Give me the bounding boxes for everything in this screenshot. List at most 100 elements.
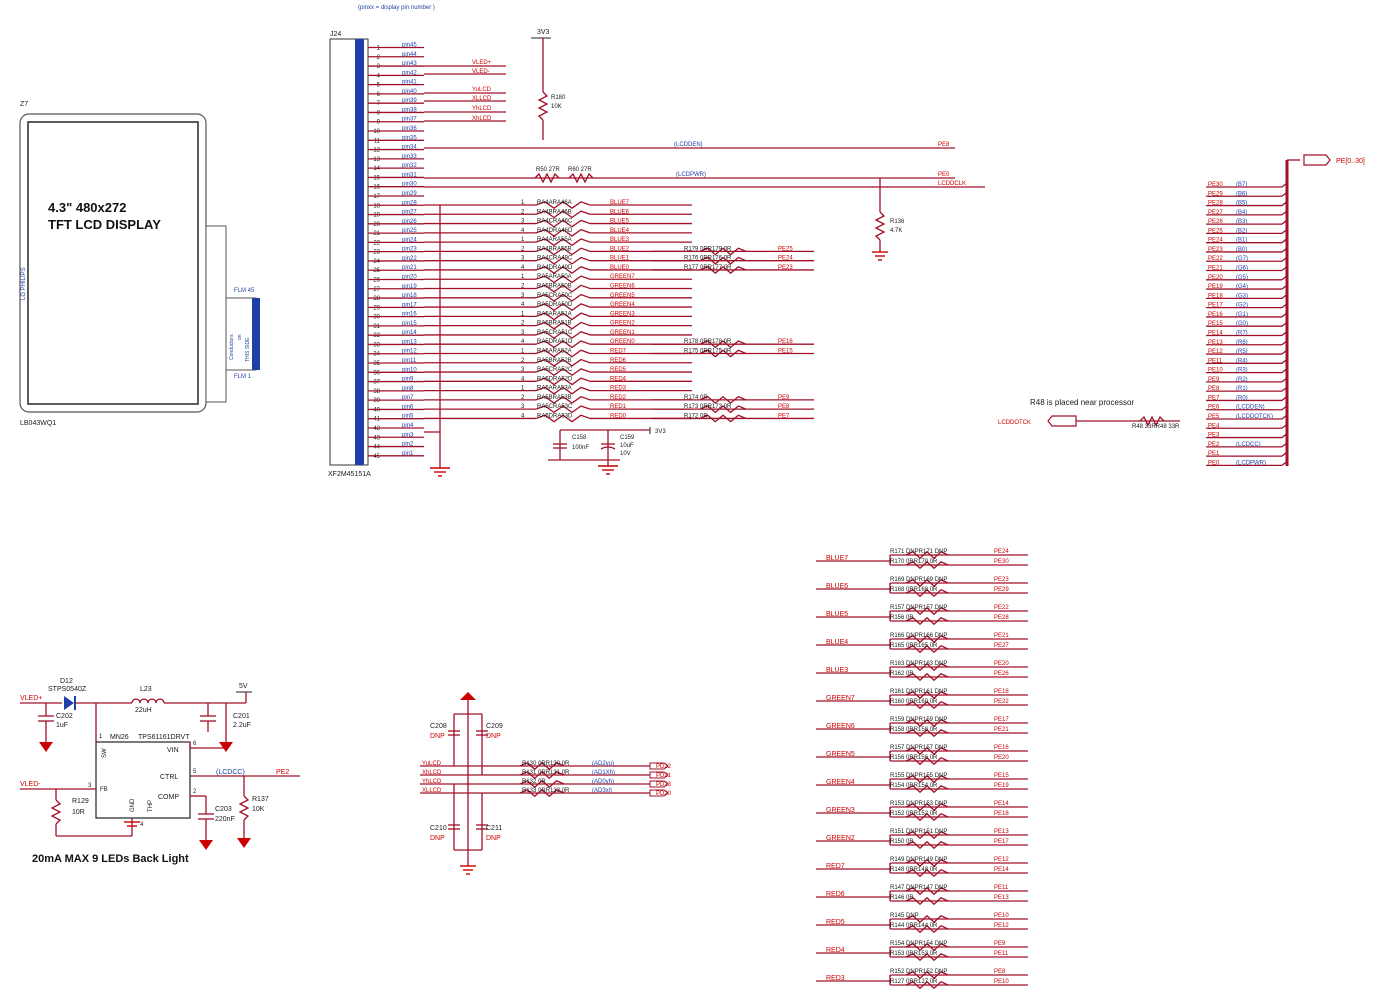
net-xlcd: XLLCD xyxy=(472,96,492,102)
r129-label: R129 xyxy=(72,798,89,805)
array-resistor-symbol xyxy=(535,386,591,395)
r180-label: R180 xyxy=(551,95,566,101)
dnp-resistor-symbol xyxy=(905,952,949,962)
array-resistor-label: RA5CRA53C xyxy=(537,404,573,410)
jumper-label: R175 0RR175 0R xyxy=(684,348,732,354)
pwr-3v3-array: 3V3 xyxy=(655,429,666,435)
connector-pin-label: pin38 xyxy=(402,107,417,113)
array-net-label: RED5 xyxy=(610,367,627,373)
bus-pe-label: PE4 xyxy=(1208,423,1220,429)
dnp-net-label: BLUE4 xyxy=(826,639,848,646)
bus-func-label: (R6) xyxy=(1236,340,1248,346)
dnp-resistor-symbol xyxy=(905,942,949,952)
array-row-number: 1 xyxy=(521,237,525,243)
dnp-port-1: PE24 xyxy=(994,549,1009,555)
dnp-resistor-symbol xyxy=(905,550,949,560)
dnp-bottom-label: R162 0R xyxy=(890,671,914,677)
dnp-resistor-symbol xyxy=(905,980,949,990)
connector-pin-number: 8 xyxy=(377,110,381,116)
bus-func-label: (G7) xyxy=(1236,256,1248,262)
connector-pin-number: 34 xyxy=(373,352,380,358)
connector-pin-label: pin18 xyxy=(402,293,417,299)
connector-pin-number: 13 xyxy=(373,157,380,163)
bus-pe-label: PE15 xyxy=(1208,321,1223,327)
dnp-net-label: BLUE6 xyxy=(826,583,848,590)
bus-pe-label: PE6 xyxy=(1208,405,1220,411)
array-net-label: GREEN3 xyxy=(610,311,635,317)
dnp-net-label: BLUE7 xyxy=(826,555,848,562)
array-row-number: 1 xyxy=(521,274,525,280)
dnp-resistor-symbol xyxy=(905,886,949,896)
bus-pe-label: PE14 xyxy=(1208,330,1223,336)
array-resistor-label: RA5ARA51A xyxy=(537,311,572,317)
touch-port-label: PD21 xyxy=(656,773,672,779)
connector-part: XF2M45151A xyxy=(328,471,371,478)
dnp-port-1: PE17 xyxy=(994,717,1009,723)
bus-func-label: (B2) xyxy=(1236,228,1247,234)
array-net-label: BLUE2 xyxy=(610,246,630,252)
bl-caption: 20mA MAX 9 LEDs Back Light xyxy=(32,853,189,865)
ic-pin-sw: SW xyxy=(102,748,108,758)
array-net-label: GREEN1 xyxy=(610,330,635,336)
connector-pin-label: pin39 xyxy=(402,98,417,104)
jumper-resistor-symbol xyxy=(699,247,747,256)
c211-dnp: DNP xyxy=(486,835,501,842)
ic-n2: 2 xyxy=(193,789,197,795)
dnp-resistor-symbol xyxy=(905,914,949,924)
array-net-label: BLUE1 xyxy=(610,256,630,262)
array-row-number: 4 xyxy=(521,413,525,419)
array-row-number: 4 xyxy=(521,265,525,271)
bus-pe-label: PE3 xyxy=(1208,433,1220,439)
bus-func-label: (R0) xyxy=(1236,395,1248,401)
dnp-net-label: RED6 xyxy=(826,891,845,898)
dnp-port-2: PE20 xyxy=(994,755,1009,761)
bus-pe-label: PE17 xyxy=(1208,303,1223,309)
array-row-number: 1 xyxy=(521,200,525,206)
array-resistor-label: RA4DRA49D xyxy=(537,265,573,271)
touch-func-label: (AD2yu) xyxy=(592,761,614,767)
ic-n3: 3 xyxy=(88,783,92,789)
jumper-label: R177 0RR177 0R xyxy=(684,265,732,271)
bus-func-label: (R2) xyxy=(1236,377,1248,383)
connector-pin-label: pin3 xyxy=(402,432,414,438)
connector-pin-number: 12 xyxy=(373,148,380,154)
ic-pin-thp: THP xyxy=(148,800,154,812)
connector-pin-label: pin26 xyxy=(402,219,417,225)
bus-func-label: (B4) xyxy=(1236,210,1247,216)
flex-pin-top: FLM 45 xyxy=(234,288,255,294)
connector-pin-label: pin16 xyxy=(402,312,417,318)
dnp-port-2: PE30 xyxy=(994,559,1009,565)
array-net-label: RED4 xyxy=(610,376,627,382)
connector-pin-label: pin43 xyxy=(402,61,417,67)
touch-net-label: YuLCD xyxy=(422,761,442,767)
dnp-port-1: PE21 xyxy=(994,633,1009,639)
connector-pin-label: pin21 xyxy=(402,265,417,271)
dnp-bottom-label: R156 0RR156 0R xyxy=(890,755,938,761)
connector-pin-number: 27 xyxy=(373,287,380,293)
d12-label: D12 xyxy=(60,678,73,685)
array-resistor-symbol xyxy=(535,219,591,228)
touch-net-label: YhLCD xyxy=(422,779,442,785)
connector-pin-number: 43 xyxy=(373,435,380,441)
array-resistor-label: RA5BRA52B xyxy=(537,358,572,364)
dnp-port-2: PE10 xyxy=(994,979,1009,985)
c203-label: C203 xyxy=(215,806,232,813)
r60-label: R60 27R xyxy=(568,167,592,173)
array-resistor-symbol xyxy=(535,405,591,414)
ic-part: TPS61161DRVT xyxy=(138,734,190,741)
bus-pe-label: PE13 xyxy=(1208,340,1223,346)
connector-pin-number: 37 xyxy=(373,380,380,386)
dnp-bottom-label: R148 0RR148 0R xyxy=(890,867,938,873)
array-row-number: 3 xyxy=(521,219,525,225)
touch-resistor-label: R130 0RR130 0R xyxy=(522,761,570,767)
array-row-number: 1 xyxy=(521,386,525,392)
connector-pin-label: pin1 xyxy=(402,451,414,457)
array-resistor-symbol xyxy=(535,330,591,339)
dnp-resistor-symbol xyxy=(905,924,949,934)
bus-port-label: PE[0..30] xyxy=(1336,158,1365,165)
bus-pe-label: PE16 xyxy=(1208,312,1223,318)
dnp-net-label: RED7 xyxy=(826,863,845,870)
flex-pin-bottom: FLM 1 xyxy=(234,374,252,380)
pe-bus: PE[0..30] PE30(B7)PE29(B6)PE28(B5)PE27(B… xyxy=(998,154,1365,466)
dnp-resistor-symbol xyxy=(905,588,949,598)
